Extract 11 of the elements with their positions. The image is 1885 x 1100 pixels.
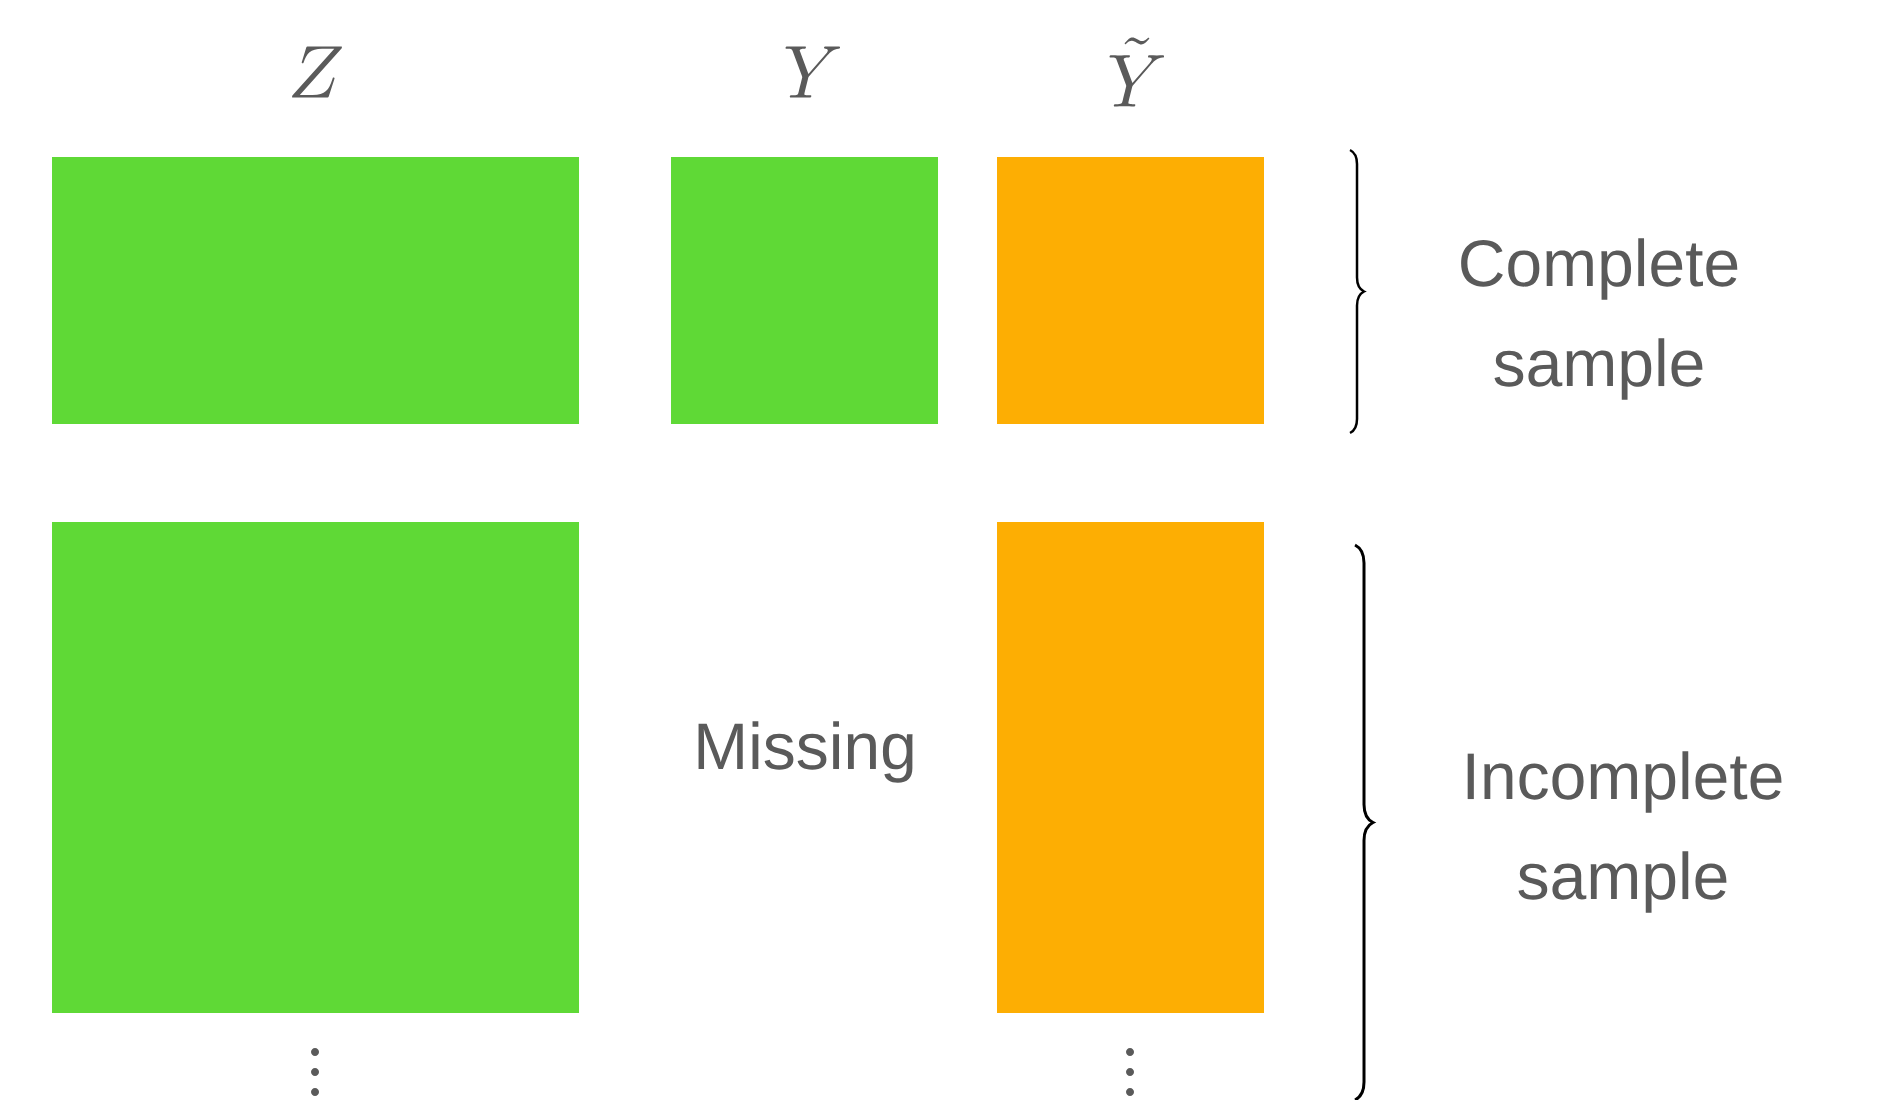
column-heading: $Z$: [292, 46, 342, 98]
data-block: [52, 522, 579, 1013]
column-heading: $\tilde{Y}$: [1109, 37, 1165, 107]
group-label: Incomplete sample: [1467, 751, 1782, 913]
data-block: [997, 157, 1264, 424]
group-label: Complete sample: [1461, 238, 1738, 400]
data-block: [997, 522, 1264, 1013]
data-block: [671, 157, 938, 424]
missing-label: Missing: [698, 721, 913, 783]
column-heading: $Y$: [785, 46, 841, 98]
data-block: [52, 157, 579, 424]
